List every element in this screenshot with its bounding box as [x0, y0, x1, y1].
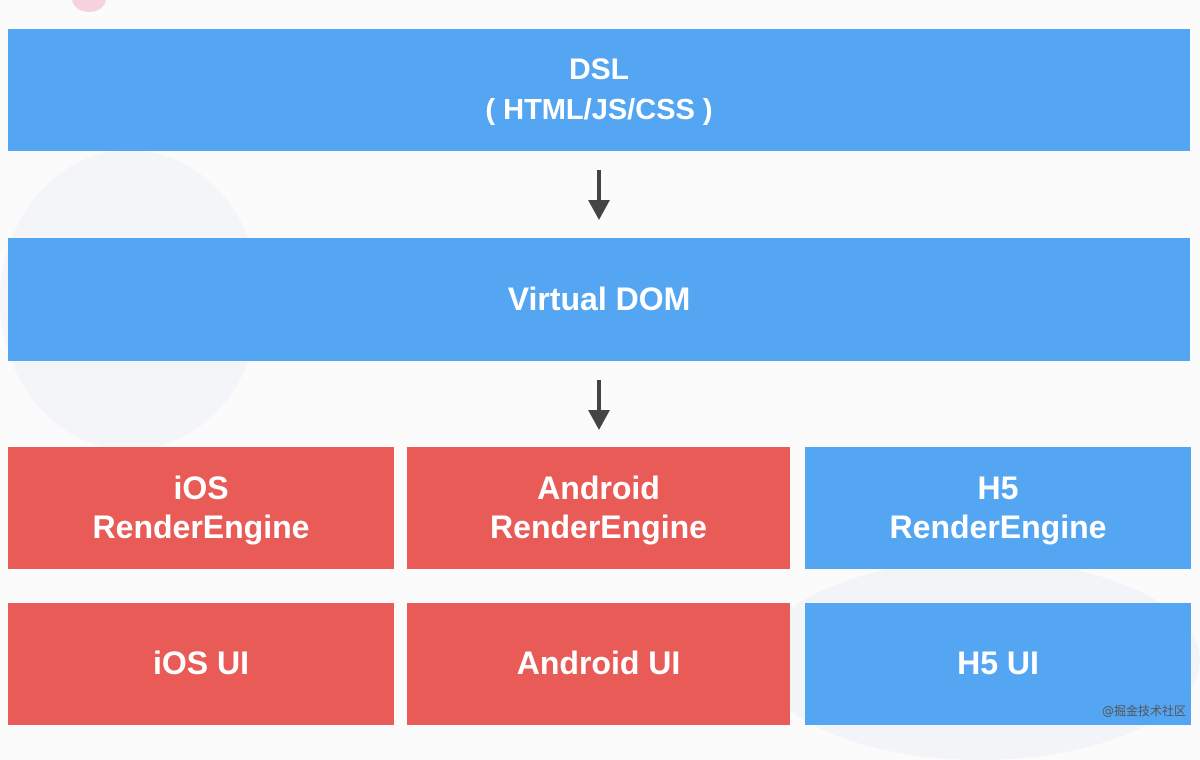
android-render-engine-line2: RenderEngine	[490, 509, 707, 545]
virtual-dom-label: Virtual DOM	[507, 280, 691, 317]
ios-ui-box: iOS UI	[8, 603, 394, 725]
android-render-engine-line1: Android	[537, 469, 660, 506]
h5-render-engine-box: H5 RenderEngine	[805, 447, 1191, 569]
dsl-subtitle: ( HTML/JS/CSS )	[485, 93, 713, 126]
ios-ui-label: iOS UI	[152, 645, 249, 682]
android-ui-label: Android UI	[516, 645, 681, 682]
ios-render-engine-line1: iOS	[173, 469, 229, 506]
h5-ui-box: H5 UI	[805, 603, 1191, 725]
arrow-down-icon	[588, 170, 610, 220]
arrow-down-icon	[588, 380, 610, 430]
h5-render-engine-line2: RenderEngine	[889, 509, 1107, 545]
dsl-box: DSL ( HTML/JS/CSS )	[8, 29, 1190, 151]
h5-ui-label: H5 UI	[957, 645, 1039, 682]
android-ui-box: Android UI	[407, 603, 790, 725]
ios-render-engine-line2: RenderEngine	[92, 509, 310, 545]
ios-render-engine-box: iOS RenderEngine	[8, 447, 394, 569]
virtual-dom-box: Virtual DOM	[8, 238, 1190, 361]
android-render-engine-box: Android RenderEngine	[407, 447, 790, 569]
background-decoration	[72, 0, 106, 12]
dsl-title: DSL	[569, 53, 629, 87]
h5-render-engine-line1: H5	[977, 469, 1019, 506]
watermark: @掘金技术社区	[1101, 704, 1186, 718]
